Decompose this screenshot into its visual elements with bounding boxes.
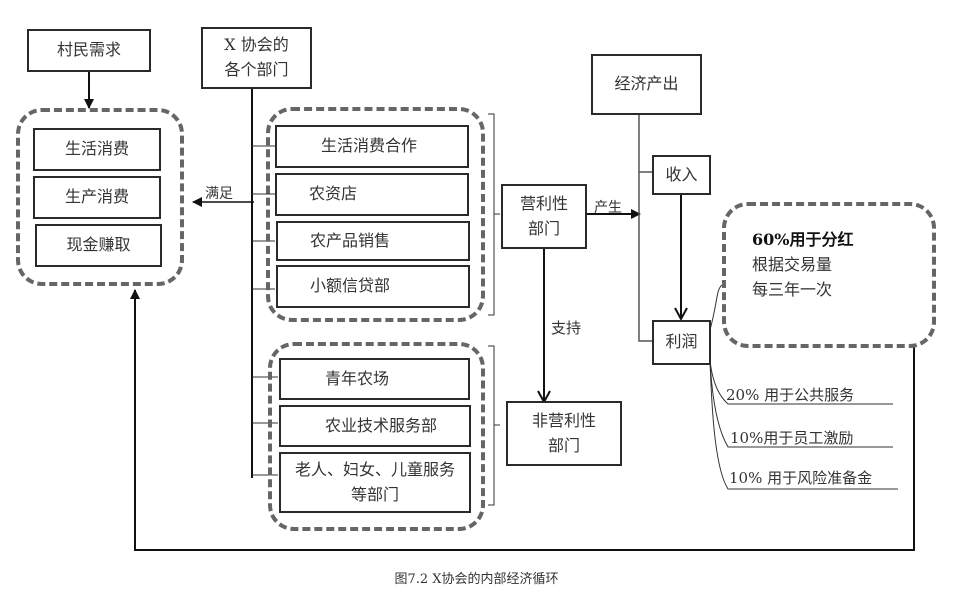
produce-label: 产生 bbox=[594, 200, 622, 216]
allocation-public-service: 20% 用于公共服务 bbox=[726, 386, 855, 404]
dividend-headline: 60%用于分红 bbox=[752, 230, 854, 249]
dividend-basis: 根据交易量 bbox=[752, 255, 833, 274]
villager-demand-box: 村民需求 bbox=[27, 29, 151, 72]
profit-box: 利润 bbox=[652, 320, 711, 365]
satisfy-label: 满足 bbox=[205, 186, 233, 202]
dividend-note: 60%用于分红 根据交易量 每三年一次 bbox=[752, 227, 853, 302]
demand-item: 现金赚取 bbox=[35, 224, 162, 267]
nonprofit-department-item: 农业技术服务部 bbox=[279, 405, 471, 447]
economic-output-box: 经济产出 bbox=[591, 54, 702, 115]
profit-departments-summary: 营利性 部门 bbox=[501, 184, 587, 249]
profit-departments-group bbox=[266, 107, 485, 322]
allocation-risk-reserve: 10% 用于风险准备金 bbox=[729, 469, 873, 487]
nonprofit-departments-summary: 非营利性 部门 bbox=[506, 401, 622, 466]
nonprofit-department-item: 青年农场 bbox=[279, 358, 470, 400]
support-label: 支持 bbox=[551, 319, 582, 337]
dividend-frequency: 每三年一次 bbox=[752, 280, 833, 299]
nonprofit-department-item: 老人、妇女、儿童服务 等部门 bbox=[279, 452, 471, 513]
demand-item: 生产消费 bbox=[33, 176, 161, 219]
association-box: X 协会的 各个部门 bbox=[201, 27, 312, 89]
allocation-staff-incentive: 10%用于员工激励 bbox=[730, 429, 854, 447]
income-box: 收入 bbox=[652, 155, 711, 195]
profit-department-item: 农资店 bbox=[275, 173, 469, 216]
villager-demand-title: 村民需求 bbox=[56, 40, 121, 60]
dividend-group bbox=[722, 202, 936, 348]
feedback-loop bbox=[130, 289, 915, 551]
nonprofit-bracket bbox=[488, 345, 500, 506]
demand-group bbox=[16, 108, 184, 286]
profit-department-item: 生活消费合作 bbox=[275, 125, 469, 168]
nonprofit-departments-group bbox=[268, 342, 485, 531]
demand-item: 生活消费 bbox=[33, 128, 161, 171]
profit-department-item: 农产品销售 bbox=[276, 221, 470, 261]
figure-caption: 图7.2 X协会的内部经济循环 bbox=[394, 572, 559, 587]
output-trunk bbox=[638, 114, 652, 342]
profit-department-item: 小额信贷部 bbox=[276, 265, 470, 308]
profit-bracket bbox=[488, 113, 500, 316]
